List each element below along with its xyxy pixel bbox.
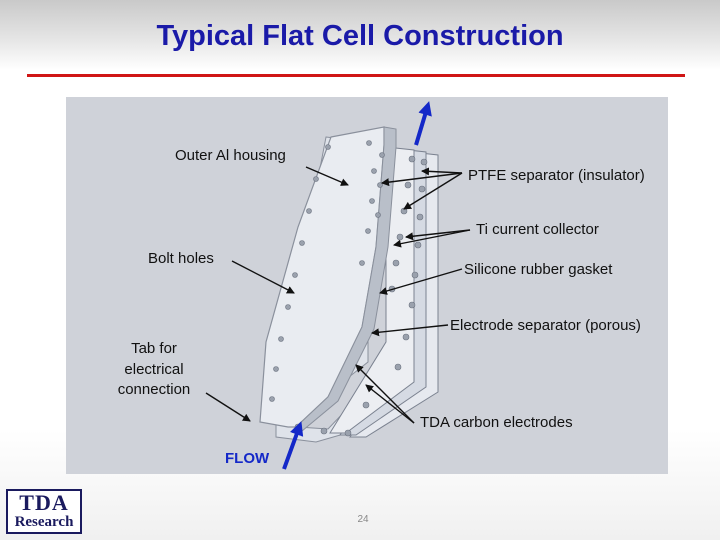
cell-layers [259, 126, 439, 443]
slide-title: Typical Flat Cell Construction [156, 20, 564, 52]
label-ti-current-collector: Ti current collector [476, 221, 599, 238]
label-ptfe-separator: PTFE separator (insulator) [468, 167, 645, 184]
logo-text-tda: TDA [19, 490, 69, 515]
logo-text-research: Research [14, 514, 74, 530]
flow-arrow-in [282, 421, 304, 470]
label-electrical-tab-line-2: electrical [124, 360, 184, 378]
label-electrical-tab-line-3: connection [117, 381, 191, 398]
label-outer-al-housing: Outer Al housing [175, 147, 286, 164]
label-electrode-separator: Electrode separator (porous) [450, 317, 641, 334]
title-underline [27, 74, 685, 77]
tda-research-logo: TDA Research [6, 489, 82, 534]
label-flow: FLOW [225, 450, 270, 467]
callout-arrows [205, 166, 471, 424]
label-electrical-tab: Tab for electrical connection [99, 339, 209, 401]
flow-arrow-out [414, 101, 432, 146]
flow-arrows [282, 101, 432, 470]
page-number: 24 [357, 514, 369, 525]
flat-cell-exploded-diagram [205, 101, 471, 470]
label-bolt-holes: Bolt holes [148, 250, 214, 267]
label-electrical-tab-line-1: Tab for [131, 340, 177, 357]
label-carbon-electrodes: TDA carbon electrodes [420, 414, 573, 431]
label-silicone-rubber-gasket: Silicone rubber gasket [464, 261, 613, 278]
